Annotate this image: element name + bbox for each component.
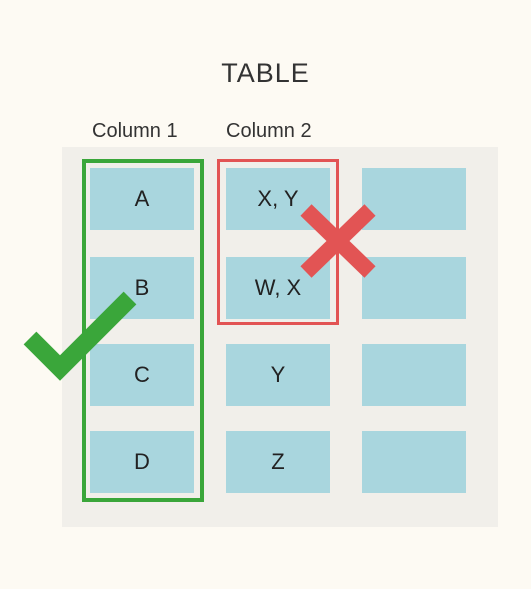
column-2-header: Column 2 (226, 120, 312, 142)
cross-icon (300, 204, 376, 278)
diagram-title: TABLE (221, 58, 310, 88)
cell-col1-row1: A (90, 168, 194, 230)
cell-col3-row1 (362, 168, 466, 230)
cell-col3-row4 (362, 431, 466, 493)
checkmark-icon (23, 291, 137, 381)
cell-col2-row3: Y (226, 344, 330, 406)
cell-col1-row3: C (90, 344, 194, 406)
cell-col1-row4: D (90, 431, 194, 493)
cell-col2-row4: Z (226, 431, 330, 493)
cell-col3-row2 (362, 257, 466, 319)
column-1-header: Column 1 (92, 120, 178, 142)
column-1-valid-outline (82, 159, 204, 502)
cell-col3-row3 (362, 344, 466, 406)
